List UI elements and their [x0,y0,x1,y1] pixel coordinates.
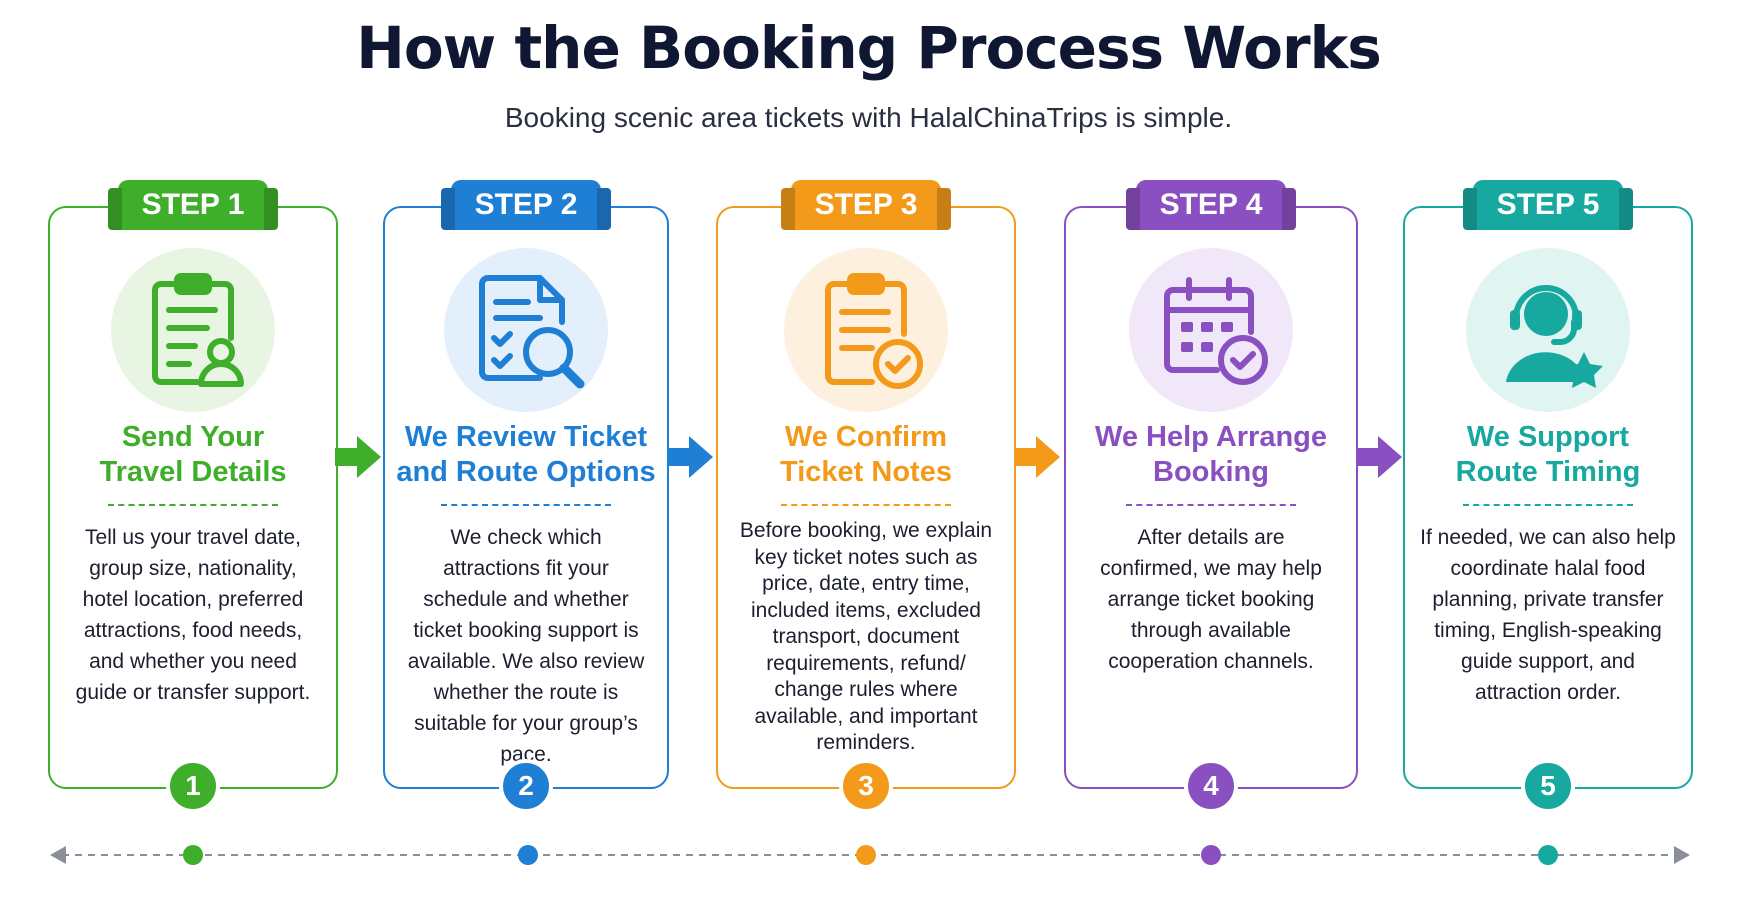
page-subtitle: Booking scenic area tickets with HalalCh… [504,102,1233,133]
step-badge: STEP 3 [791,180,941,230]
timeline-arrow-right-icon [1674,846,1690,864]
step-card-2: STEP 2 We Review Ticket and Route Option… [383,180,669,813]
step-badge: STEP 4 [1136,180,1286,230]
step-description: After details are confirmed, we may help… [1100,526,1322,673]
step-description: We check which attractions fit your sche… [407,526,645,766]
step-number: 5 [1521,759,1575,813]
step-number: 2 [499,759,553,813]
step-badge: STEP 5 [1473,180,1623,230]
step-heading: We Confirm Ticket Notes [780,421,952,488]
step-heading: We Review Ticket and Route Options [396,421,656,488]
heading-divider [1463,504,1633,506]
step-number: 1 [166,759,220,813]
timeline-arrow-left-icon [50,846,66,864]
heading-divider [441,504,611,506]
step-heading: We Support Route Timing [1455,421,1641,488]
step-description: If needed, we can also help coordinate h… [1420,526,1676,704]
timeline-dot-1 [183,845,203,865]
arrow-right-icon [667,436,713,478]
step-card-4: STEP 4 We Help Arrange Booking [1064,180,1358,813]
clipboard-check-icon [784,248,948,412]
document-search-icon [444,248,608,412]
timeline-dot-5 [1538,845,1558,865]
page-title: How the Booking Process Works [356,14,1381,82]
heading-divider [108,504,278,506]
step-description: Tell us your travel date, group size, na… [75,526,311,704]
step-card-3: STEP 3 We Confirm Ticket Notes Before bo… [716,180,1016,813]
arrow-right-icon [1014,436,1060,478]
step-heading: Send Your Travel Details [99,421,287,488]
step-number: 4 [1184,759,1238,813]
heading-divider [1126,504,1296,506]
step-card-5: STEP 5 We Support Route Timing If needed… [1403,180,1693,813]
step-heading: We Help Arrange Booking [1094,421,1328,488]
arrow-right-icon [335,436,381,478]
clipboard-user-icon [111,248,275,412]
step-number: 3 [839,759,893,813]
step-badge: STEP 2 [451,180,601,230]
step-description: Before booking, we explain key ticket no… [739,519,993,754]
support-agent-icon [1466,248,1630,412]
arrow-right-icon [1356,436,1402,478]
step-badge: STEP 1 [118,180,268,230]
timeline-dot-2 [518,845,538,865]
timeline-dot-4 [1201,845,1221,865]
timeline-dot-3 [856,845,876,865]
timeline [50,845,1690,865]
calendar-check-icon [1129,248,1293,412]
heading-divider [781,504,951,506]
step-card-1: STEP 1 Send Your Travel Details Tell us … [48,180,338,813]
